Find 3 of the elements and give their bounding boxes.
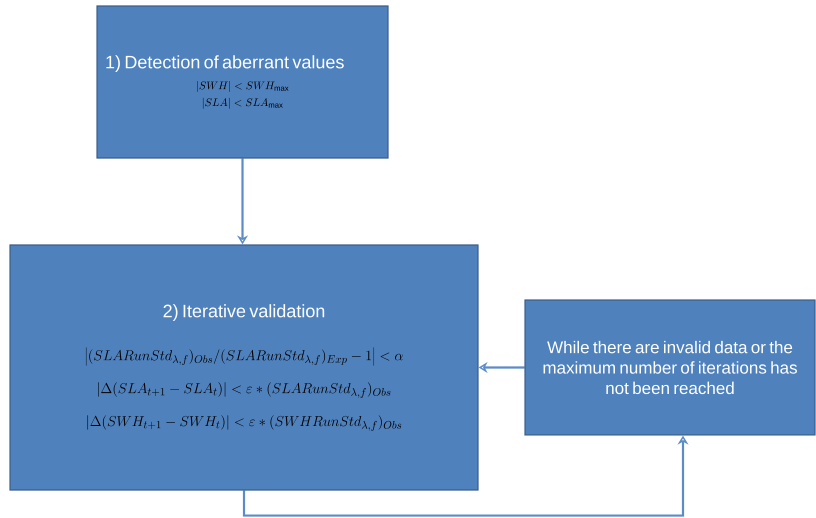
process-box: While there are invalid data or the maximum number of iterations has not been reached: [524, 299, 816, 436]
process-box: 2) Iterative validation $\left|(SLARunStd_{\lambda,f})_{Obs}/(SLARunStd_{\lambda,f})_{Exp}-1\right| < \alpha$ $\left|\Delta(SLA_{t+1}-SLA_{t})\right| < \varepsilon*(SLARunStd_{\lambda,f})_{Obs}$ $\left|\Delta(SWH_{t+1}-SWH_{t})\right| < \varepsilon*(SWHRunStd_{\lambda,f})_{Obs}$: [9, 244, 479, 491]
process-box: 1) Detection of aberrant values $|SWH| < SWH_{\max}$ $|SLA| < SLA_{\max}$: [96, 5, 389, 159]
